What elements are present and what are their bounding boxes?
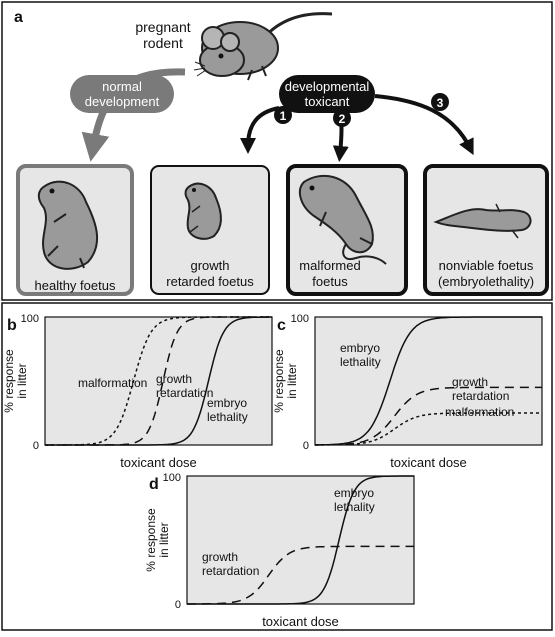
rodent-icon [193, 12, 333, 81]
outcome-nonviable-line1: nonviable foetus [439, 258, 534, 273]
outcome-healthy: healthy foetus [16, 164, 134, 296]
series-line-growth-retardation [187, 545, 414, 605]
marker-1 [274, 106, 292, 124]
nonviable-foetus-icon [433, 203, 532, 239]
malformed-foetus-icon [298, 174, 387, 265]
chart-b: b 100 0 % responsein litter toxicant dose mal… [2, 313, 273, 470]
outcome-nonviable-line2: (embryolethality) [438, 274, 534, 289]
plot-area [314, 316, 543, 446]
y-tick-0: 0 [303, 440, 309, 452]
y-tick-0: 0 [33, 440, 39, 452]
x-axis-label: toxicant dose [262, 614, 339, 629]
outcome-growth-line2: retarded foetus [166, 274, 254, 289]
series-line-embryo-lethality [315, 316, 542, 446]
outcome-malformed: malformed foetus [286, 164, 408, 296]
toxicant-label-line1: developmental [285, 79, 370, 94]
marker-3 [431, 93, 449, 111]
toxicant-arrow-3 [374, 94, 474, 156]
panel-a-label: a [14, 9, 23, 26]
chart-d: d 100 0 % responsein litter toxicant dose gro… [144, 472, 415, 629]
marker-2 [333, 109, 351, 127]
outcome-malformed-line2: foetus [312, 274, 348, 289]
marker-1-text: 1 [280, 109, 287, 123]
growth-retarded-foetus-icon [184, 182, 222, 240]
y-tick-100: 100 [163, 472, 181, 484]
x-axis-label: toxicant dose [390, 455, 467, 470]
y-tick-100: 100 [291, 313, 309, 325]
outcome-growth-line1: growth [190, 258, 229, 273]
normal-label-line2: development [85, 94, 160, 109]
panel-label: d [149, 476, 159, 493]
toxicant-pill [279, 75, 375, 113]
y-tick-0: 0 [175, 599, 181, 611]
panel-label: b [7, 317, 17, 334]
normal-development-pill [70, 75, 174, 113]
normal-label-line1: normal [102, 79, 142, 94]
y-axis-label: % responsein litter [272, 349, 299, 413]
x-axis-label: toxicant dose [120, 455, 197, 470]
rodent-label-line2: rodent [143, 35, 183, 51]
series-label-malformation: malformation [78, 376, 147, 390]
marker-3-text: 3 [437, 96, 444, 110]
y-axis-label: % responsein litter [144, 508, 171, 572]
plot-area [186, 475, 415, 605]
toxicant-label-line2: toxicant [305, 94, 350, 109]
y-axis-label: % responsein litter [2, 349, 29, 413]
outcome-growth-retarded: growth retarded foetus [150, 165, 270, 295]
outcome-healthy-line1: healthy foetus [35, 278, 116, 293]
y-tick-100: 100 [21, 313, 39, 325]
chart-c: c 100 0 % responsein litter toxicant dose emb… [272, 313, 543, 470]
outcome-nonviable: nonviable foetus (embryolethality) [423, 164, 549, 296]
outcome-malformed-line1: malformed [299, 258, 360, 273]
marker-2-text: 2 [339, 112, 346, 126]
series-line-embryo-lethality [187, 475, 414, 605]
rodent-label-line1: pregnant [135, 19, 190, 35]
series-label-malformation: malformation [445, 405, 514, 419]
panel-label: c [277, 317, 286, 334]
plot-area [44, 316, 273, 446]
healthy-foetus-icon [37, 180, 99, 270]
series-line-embryo-lethality [45, 316, 272, 446]
panel-a: a pregnant rodent normal development dev… [1, 1, 553, 301]
toxicant-arrow-1 [240, 106, 280, 154]
series-line-malformation [315, 412, 542, 446]
